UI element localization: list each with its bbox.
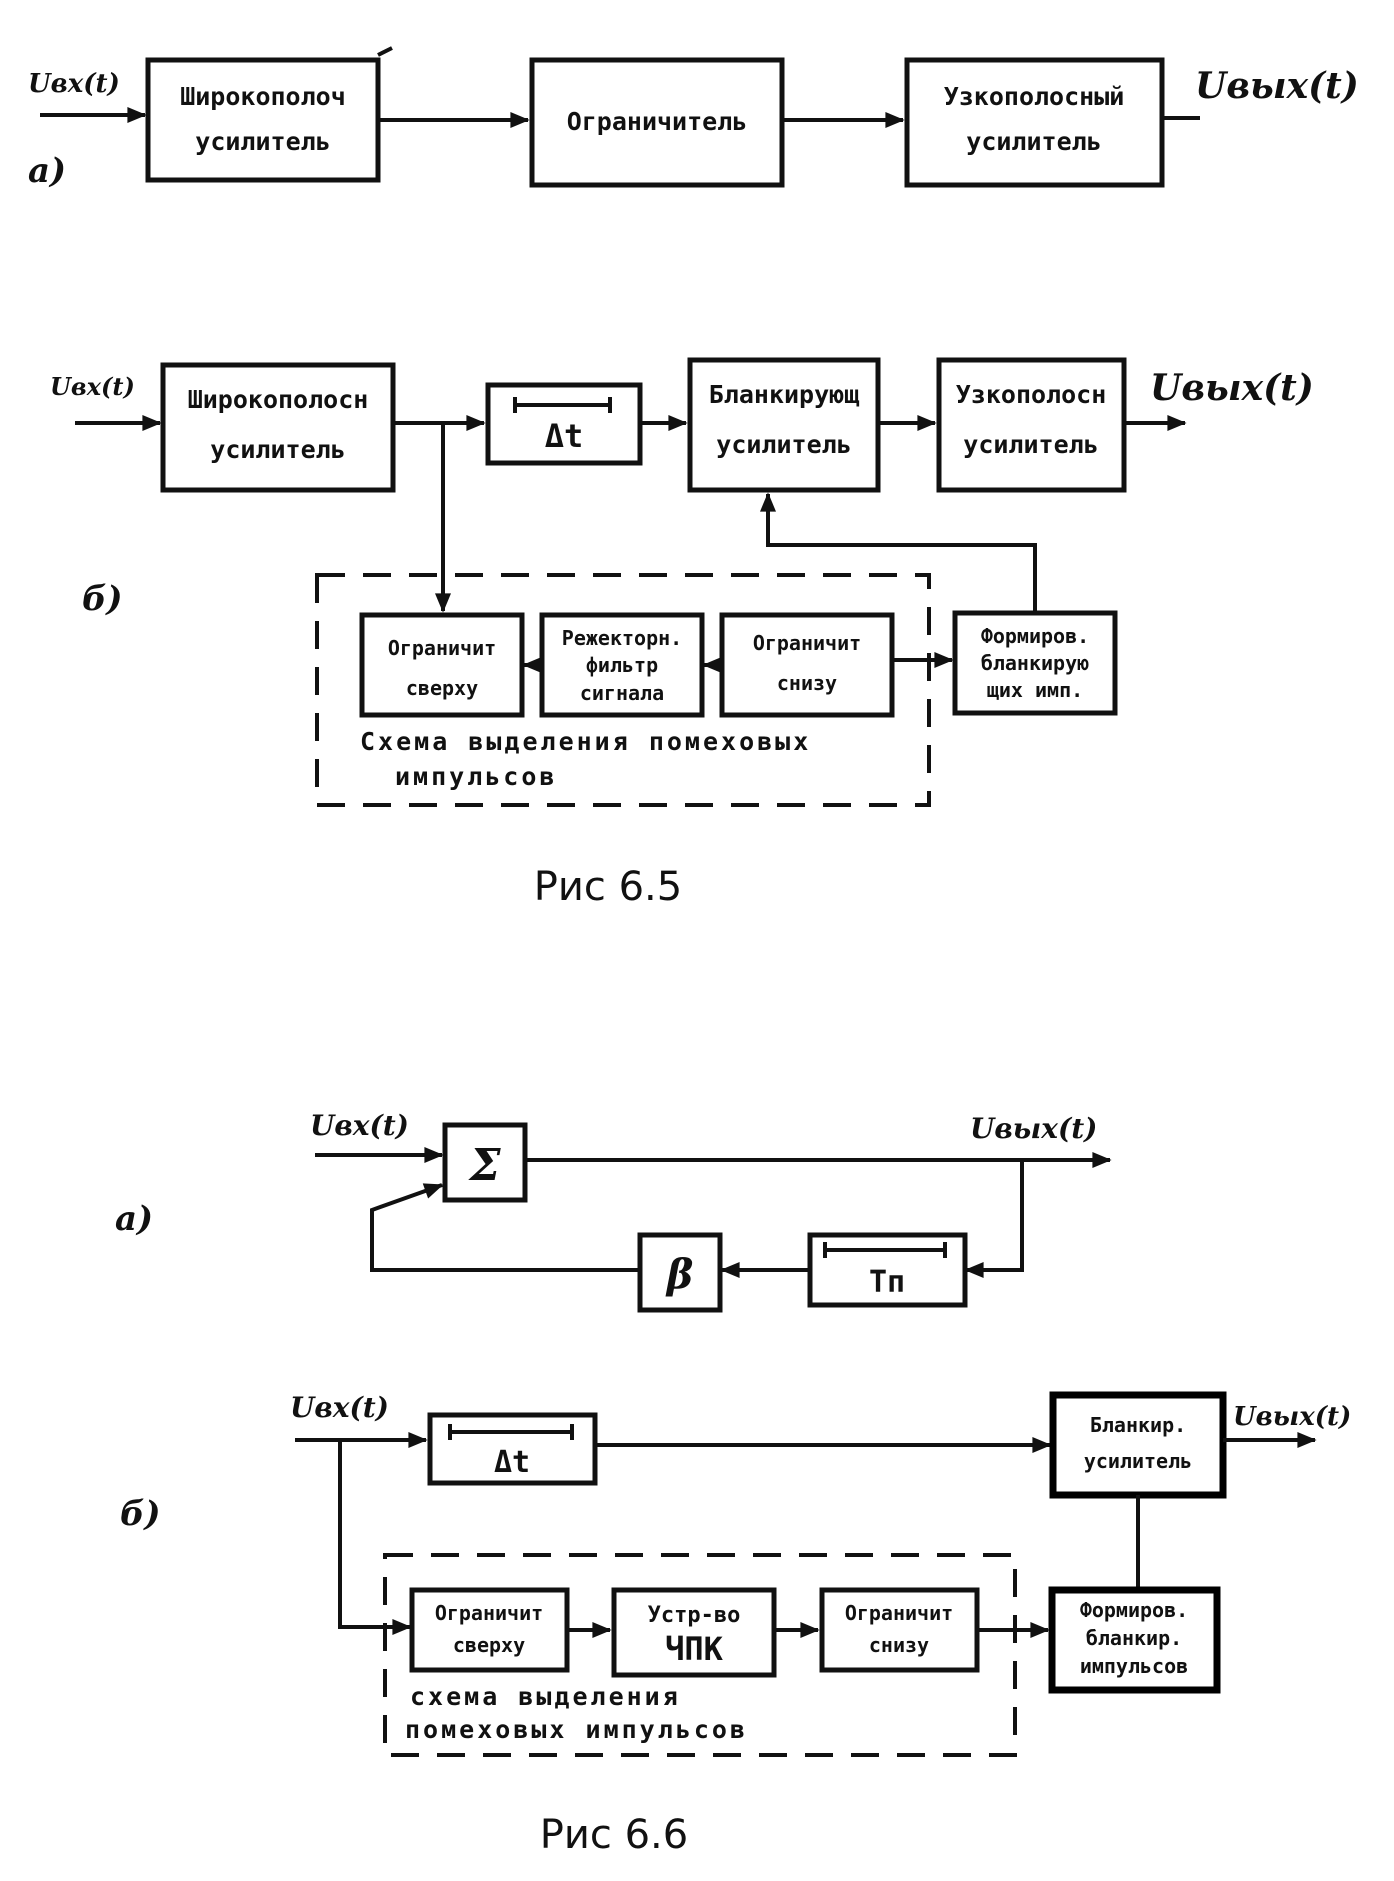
fig66-a-feedback-to-delay (964, 1160, 1024, 1278)
fig66-b-blanking-line2: усилитель (1084, 1449, 1192, 1473)
fig65-b-interference-group-frame (315, 573, 931, 807)
fig65-b-shaper-line2: бланкирую (981, 651, 1089, 675)
fig65-a-wideband-amp-block (145, 57, 381, 183)
fig66-b-mti-block (611, 1587, 777, 1678)
fig65-b-limit-bottom-line2: снизу (777, 671, 837, 695)
fig66-b-shaper-line3: импульсов (1080, 1654, 1188, 1678)
fig65-caption: Рис 6.5 (534, 864, 682, 910)
fig65-b-limit-bottom-line1: Ограничит (753, 631, 861, 655)
fig66-b-input-label: Uвх(t) (290, 1391, 389, 1424)
fig66-a-summer-label: Σ (467, 1140, 501, 1191)
fig66-b-limit-bottom-line1: Ограничит (845, 1601, 953, 1625)
fig65-b-delay-label: Δt (545, 417, 584, 455)
fig65-b-limit-bottom-block (719, 612, 895, 718)
fig66-b-limit-bottom-line2: снизу (869, 1633, 929, 1657)
fig65-a-wideband-line1: Широкополоч (180, 82, 346, 111)
fig65-b-limit-top-line1: Ограничит (388, 636, 496, 660)
fig65-b-shaper-line1: Формиров. (981, 624, 1089, 648)
fig65-b-wideband-line1: Широкополосн (188, 385, 369, 414)
fig66-b-shaper-line1: Формиров. (1080, 1598, 1188, 1622)
fig66-b-delay-block (427, 1412, 598, 1486)
fig66-a-feedback-to-summer (370, 1183, 640, 1272)
fig65-a-limiter-label: Ограничитель (567, 107, 748, 136)
fig65-b-blanking-feedback (760, 492, 1037, 613)
fig65-b-filter-line3: сигнала (580, 681, 664, 705)
fig65-b-label: б) (82, 579, 123, 619)
fig65-a-output-label: Uвых(t) (1195, 65, 1359, 107)
fig66-a-delay-label: Tп (869, 1265, 905, 1300)
fig66-a: a) Uвх(t) Σ Uвых(t) Tп β (115, 1109, 1112, 1313)
fig65-b-narrowband-line2: усилитель (963, 430, 1098, 459)
fig65-a: a) Uвх(t) Широкополоч усилитель Ограничи… (28, 46, 1359, 191)
fig65-a-narrowband-line1: Узкополосный (944, 82, 1125, 111)
fig65-a-narrowband-line2: усилитель (966, 127, 1101, 156)
fig66-caption: Рис 6.6 (540, 1812, 688, 1858)
fig65-b-blanking-line2: усилитель (716, 430, 851, 459)
fig65-b-notch-filter-block (539, 612, 705, 718)
fig66-a-period-delay-block (807, 1232, 968, 1308)
fig66-b-cpk-line2: ЧПК (665, 1630, 724, 1668)
fig65-a-wideband-line2: усилитель (195, 127, 330, 156)
fig65-a-corner-tick (377, 46, 393, 57)
fig65-b: б) Uвх(t) Широкополосн усилитель Δt Блан… (50, 357, 1314, 910)
fig66-a-beta-block (637, 1232, 723, 1313)
fig65-b-group-title-line2: импульсов (395, 762, 557, 791)
fig65-b-narrowband-amp-block (936, 357, 1127, 493)
fig65-a-narrowband-amp-block (904, 57, 1165, 188)
fig66-a-beta-label: β (665, 1251, 694, 1298)
fig66-b-blanking-shaper-block (1048, 1586, 1221, 1694)
fig65-b-narrowband-line1: Узкополосн (956, 380, 1107, 409)
fig65-a-limiter-block (529, 57, 785, 188)
fig66-b-shaper-line2: бланкир. (1086, 1626, 1182, 1650)
fig65-b-shaper-line3: щих имп. (987, 678, 1083, 702)
fig66-b-cpk-line1: Устр-во (648, 1603, 741, 1628)
fig66-b-limit-top-line2: сверху (453, 1633, 525, 1657)
fig66-b-group-title-line1: схема выделения (410, 1682, 681, 1711)
fig66-b-group-title-line2: помеховых импульсов (405, 1715, 748, 1744)
fig65-b-wideband-amp-block (160, 362, 396, 493)
fig65-b-limit-top-line2: сверху (406, 676, 478, 700)
fig65-b-blanking-line1: Бланкирующ (709, 380, 860, 409)
fig66-b-blanking-amp-block (1049, 1391, 1227, 1499)
fig66-a-input-label: Uвх(t) (310, 1109, 409, 1142)
fig65-b-filter-line2: фильтр (586, 653, 658, 677)
fig66-b-output-label: Uвых(t) (1233, 1402, 1351, 1432)
fig66-b-limit-bottom-block (819, 1587, 980, 1673)
fig66-b-branch-down (338, 1440, 412, 1635)
fig66-b-label: б) (120, 1494, 161, 1534)
fig66-b-limit-top-line1: Ограничит (435, 1601, 543, 1625)
fig66-b-delay-label: Δt (494, 1445, 530, 1480)
fig66-b: б) Uвх(t) Δt Бланкир. усилитель Uвых(t) … (120, 1391, 1351, 1858)
fig65-b-group-title-line1: Схема выделения помеховых (360, 727, 811, 756)
fig65-a-input-label: Uвх(t) (28, 69, 120, 99)
fig65-b-wideband-line2: усилитель (210, 435, 345, 464)
fig66-a-label: a) (115, 1199, 153, 1239)
fig65-b-input-label: Uвх(t) (50, 372, 135, 401)
fig66-a-output-label: Uвых(t) (970, 1112, 1097, 1145)
fig65-b-filter-line1: Режекторн. (562, 626, 682, 650)
fig65-b-output-label: Uвых(t) (1150, 367, 1314, 409)
fig66-b-blanking-line1: Бланкир. (1090, 1413, 1186, 1437)
fig66-a-summer-block (442, 1122, 528, 1203)
fig65-b-blanking-shaper-block (952, 610, 1118, 716)
fig65-b-limit-top-block (359, 612, 525, 718)
fig65-a-label: a) (28, 151, 66, 191)
